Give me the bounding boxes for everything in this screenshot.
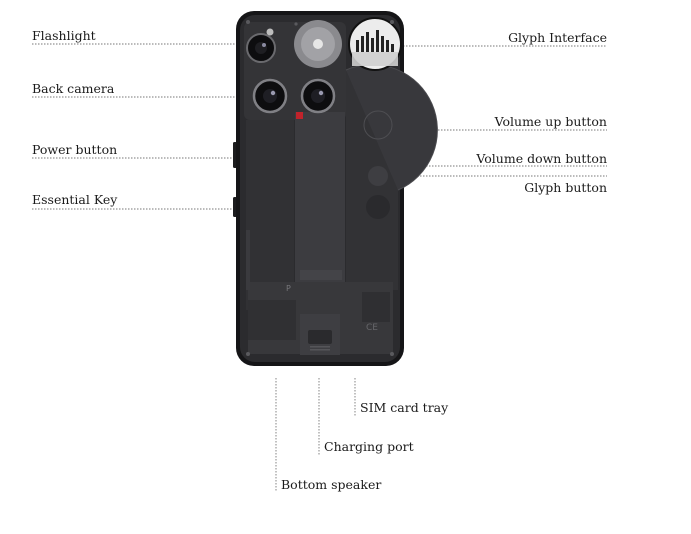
label-back-camera: Back camera	[32, 81, 115, 96]
flashlight-led	[266, 28, 274, 36]
label-volume-up: Volume up button	[494, 114, 607, 129]
label-power-button: Power button	[32, 142, 118, 157]
label-flashlight: Flashlight	[32, 28, 96, 43]
label-volume-down: Volume down button	[476, 151, 607, 166]
left-panel	[246, 120, 294, 310]
red-accent	[296, 112, 303, 119]
label-glyph-button: Glyph button	[524, 180, 607, 195]
lower-left-panel	[248, 300, 296, 340]
label-glyph-interface: Glyph Interface	[508, 30, 607, 45]
center-strip	[295, 112, 345, 282]
glyph-ring	[363, 110, 393, 140]
svg-text:CE: CE	[366, 323, 378, 333]
label-sim-tray: SIM card tray	[360, 400, 449, 415]
label-charging-port: Charging port	[324, 439, 414, 454]
glyph-button-disc	[368, 166, 388, 186]
label-essential-key: Essential Key	[32, 192, 118, 207]
svg-text:P: P	[286, 284, 291, 293]
label-bottom-speaker: Bottom speaker	[281, 477, 382, 492]
